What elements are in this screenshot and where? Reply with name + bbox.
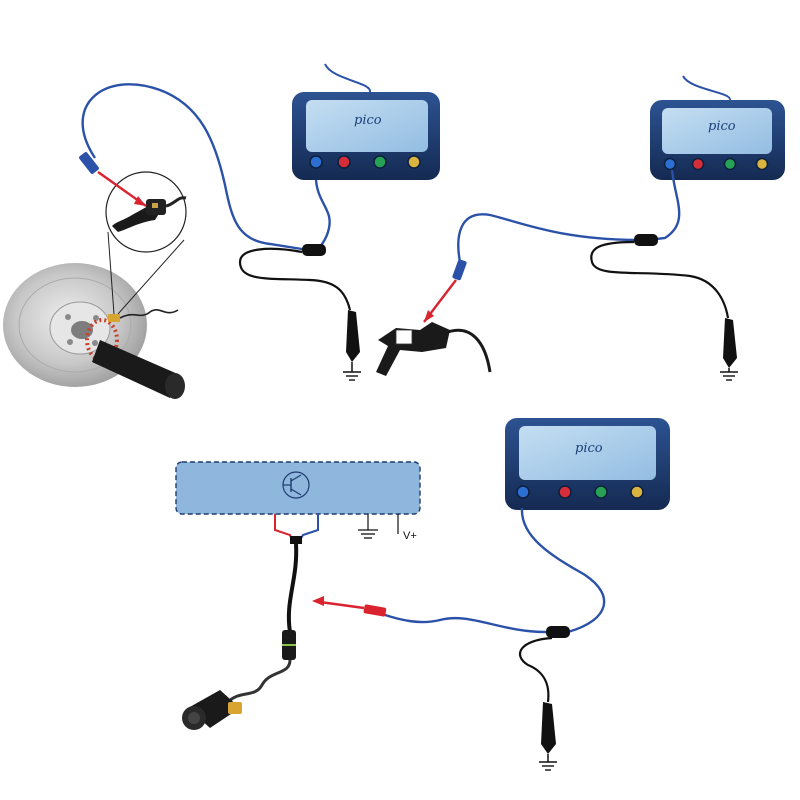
channel-c-connector[interactable] bbox=[594, 485, 608, 499]
channel-a-connector[interactable] bbox=[309, 155, 323, 169]
test-lead-1 bbox=[79, 83, 361, 381]
supply-voltage-label: V+ bbox=[403, 530, 417, 542]
ground-clip bbox=[541, 702, 556, 762]
test-lead-2 bbox=[376, 169, 738, 381]
channel-b-connector[interactable] bbox=[337, 155, 351, 169]
channel-c-connector[interactable] bbox=[723, 157, 737, 171]
channel-connectors bbox=[663, 157, 769, 171]
lead-splitter bbox=[546, 626, 570, 638]
channel-b-connector[interactable] bbox=[558, 485, 572, 499]
probe-icon bbox=[423, 259, 467, 323]
usb-cable bbox=[682, 75, 731, 101]
channel-d-connector[interactable] bbox=[755, 157, 769, 171]
brake-disc-assembly bbox=[3, 171, 187, 399]
probe-icon bbox=[312, 596, 387, 617]
ground-clip bbox=[346, 310, 360, 372]
oscilloscope-1: pico bbox=[292, 63, 440, 180]
channel-d-connector[interactable] bbox=[407, 155, 421, 169]
ground-symbol-icon bbox=[358, 514, 378, 539]
ecu-box: V+ bbox=[175, 461, 421, 542]
scope-brand: pico bbox=[354, 113, 382, 128]
ground-clip bbox=[723, 318, 737, 372]
scope-brand: pico bbox=[708, 119, 736, 134]
lead-splitter bbox=[302, 244, 326, 256]
oscilloscope-2: pico bbox=[650, 75, 785, 180]
oscilloscope-3: pico bbox=[505, 418, 670, 510]
ground-symbol-icon bbox=[539, 761, 557, 771]
ground-symbol-icon bbox=[343, 371, 361, 381]
scope-screen bbox=[306, 100, 428, 152]
scope-screen bbox=[519, 426, 656, 480]
connector-plug bbox=[376, 322, 492, 376]
channel-c-connector[interactable] bbox=[373, 155, 387, 169]
sensor-icon bbox=[182, 690, 242, 730]
drive-shaft bbox=[92, 340, 180, 398]
channel-a-connector[interactable] bbox=[516, 485, 530, 499]
channel-a-connector[interactable] bbox=[663, 157, 677, 171]
ground-symbol-icon bbox=[720, 371, 738, 381]
sensor-magnifier bbox=[105, 171, 187, 253]
lead-splitter bbox=[634, 234, 658, 246]
channel-d-connector[interactable] bbox=[630, 485, 644, 499]
transistor-icon bbox=[282, 471, 310, 499]
channel-b-connector[interactable] bbox=[691, 157, 705, 171]
probe-icon bbox=[79, 152, 147, 207]
test-lead-3 bbox=[182, 507, 606, 771]
scope-screen bbox=[662, 108, 772, 154]
wheel-speed-sensor bbox=[108, 309, 179, 322]
scope-brand: pico bbox=[575, 441, 603, 456]
channel-connectors bbox=[309, 155, 421, 169]
usb-cable bbox=[324, 63, 371, 93]
channel-connectors bbox=[516, 485, 644, 499]
